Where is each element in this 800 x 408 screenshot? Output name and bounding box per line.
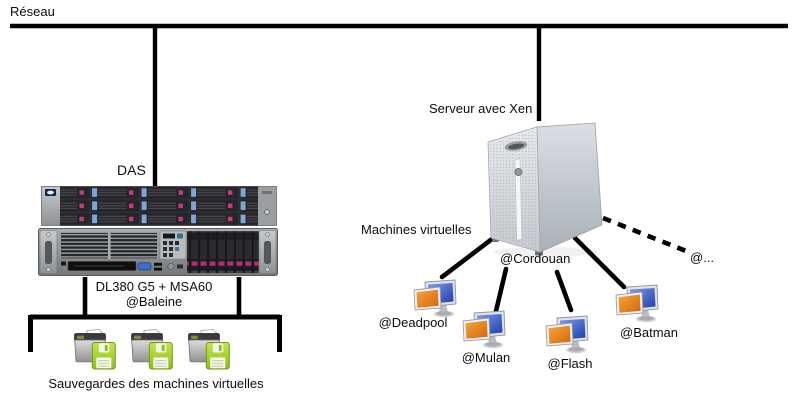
virtual-machines-label: Machines virtuelles	[361, 222, 472, 237]
vm-batman-icon desktop-computer-icon	[615, 284, 661, 324]
folder-floppy-backup-icon	[188, 329, 230, 375]
disk-array-msa60-icon	[41, 186, 277, 226]
rack-hostname-label: @Baleine	[125, 294, 183, 309]
xen-hostname-label: @Cordouan	[500, 251, 571, 266]
rack-model-label: DL380 G5 + MSA60	[95, 279, 213, 294]
vm-deadpool-icon desktop-computer-icon	[413, 279, 459, 319]
vm-batman-label: @Batman	[620, 325, 678, 340]
tower-server-icon	[487, 122, 603, 257]
link-more-vms-dashed-line	[602, 215, 687, 254]
more-vms-label: @...	[690, 250, 715, 265]
rack-caption: DL380 G5 + MSA60 @Baleine	[64, 279, 244, 309]
rack-server-dl380-icon	[38, 228, 278, 276]
folder-floppy-backup-icon	[131, 329, 173, 375]
das-label: DAS	[117, 162, 146, 178]
vm-mulan-label: @Mulan	[461, 350, 511, 365]
vm-mulan-icon desktop-computer-icon	[462, 310, 508, 350]
vm-flash-icon desktop-computer-icon	[545, 315, 591, 355]
link-mulan-line	[493, 266, 509, 314]
vm-deadpool-label: @Deadpool	[378, 315, 448, 330]
network-label: Réseau	[10, 4, 55, 19]
vm-flash-label: @Flash	[547, 356, 593, 371]
link-flash-line	[554, 269, 574, 313]
folder-floppy-backup-icon	[74, 329, 116, 375]
backups-caption: Sauvegardes des machines virtuelles	[48, 376, 264, 391]
xen-server-label: Serveur avec Xen	[429, 101, 533, 116]
